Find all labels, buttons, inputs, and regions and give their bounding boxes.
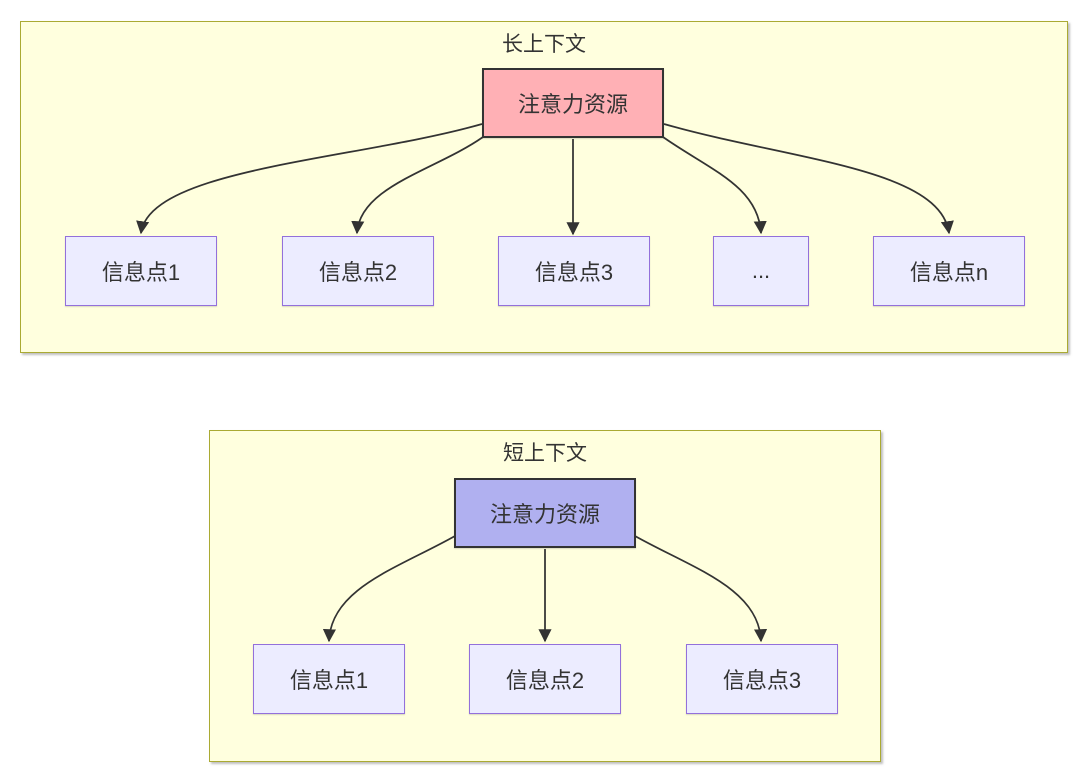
info-point-3-node-short: 信息点3	[686, 644, 838, 714]
ellipsis-node-long: ...	[713, 236, 809, 306]
long-context-title: 长上下文	[502, 33, 586, 56]
info-point-1-node-long: 信息点1	[65, 236, 217, 306]
attention-resource-node-short: 注意力资源	[454, 478, 636, 548]
info-point-n-node-long: 信息点n	[873, 236, 1025, 306]
info-point-2-node-long: 信息点2	[282, 236, 434, 306]
attention-resource-node-long: 注意力资源	[482, 68, 664, 138]
info-point-2-node-short: 信息点2	[469, 644, 621, 714]
short-context-title: 短上下文	[503, 442, 587, 465]
info-point-1-node-short: 信息点1	[253, 644, 405, 714]
info-point-3-node-long: 信息点3	[498, 236, 650, 306]
